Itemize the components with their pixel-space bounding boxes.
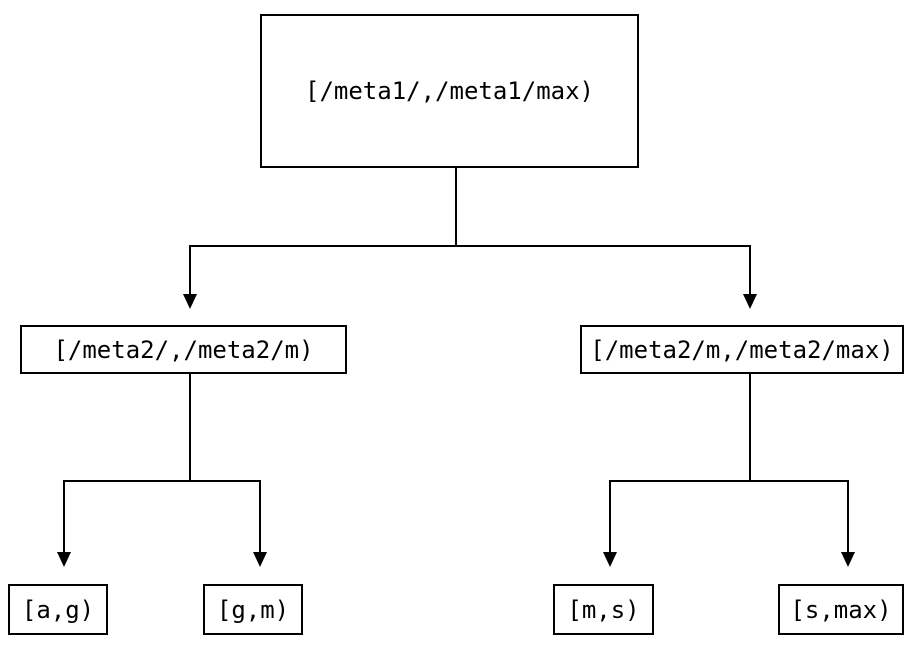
node-leaf-smax-label: [s,max) <box>790 595 892 624</box>
node-leaf-ms: [m,s) <box>553 584 654 635</box>
node-root-label: [/meta1/,/meta1/max) <box>305 77 594 105</box>
node-mid-right: [/meta2/m,/meta2/max) <box>580 325 904 374</box>
node-leaf-smax: [s,max) <box>778 584 904 635</box>
node-leaf-ag-label: [a,g) <box>21 595 95 624</box>
arrow-down-icon <box>841 552 855 567</box>
arrow-down-icon <box>603 552 617 567</box>
node-leaf-ms-label: [m,s) <box>567 595 640 624</box>
arrow-down-icon <box>743 294 757 309</box>
node-leaf-gm-label: [g,m) <box>216 595 290 624</box>
node-mid-right-label: [/meta2/m,/meta2/max) <box>590 335 894 364</box>
arrow-down-icon <box>183 294 197 309</box>
node-leaf-ag: [a,g) <box>8 584 108 635</box>
arrow-down-icon <box>57 552 71 567</box>
arrow-down-icon <box>253 552 267 567</box>
node-mid-left: [/meta2/,/meta2/m) <box>20 325 347 374</box>
node-root: [/meta1/,/meta1/max) <box>260 14 639 168</box>
node-leaf-gm: [g,m) <box>203 584 303 635</box>
node-mid-left-label: [/meta2/,/meta2/m) <box>53 335 314 364</box>
